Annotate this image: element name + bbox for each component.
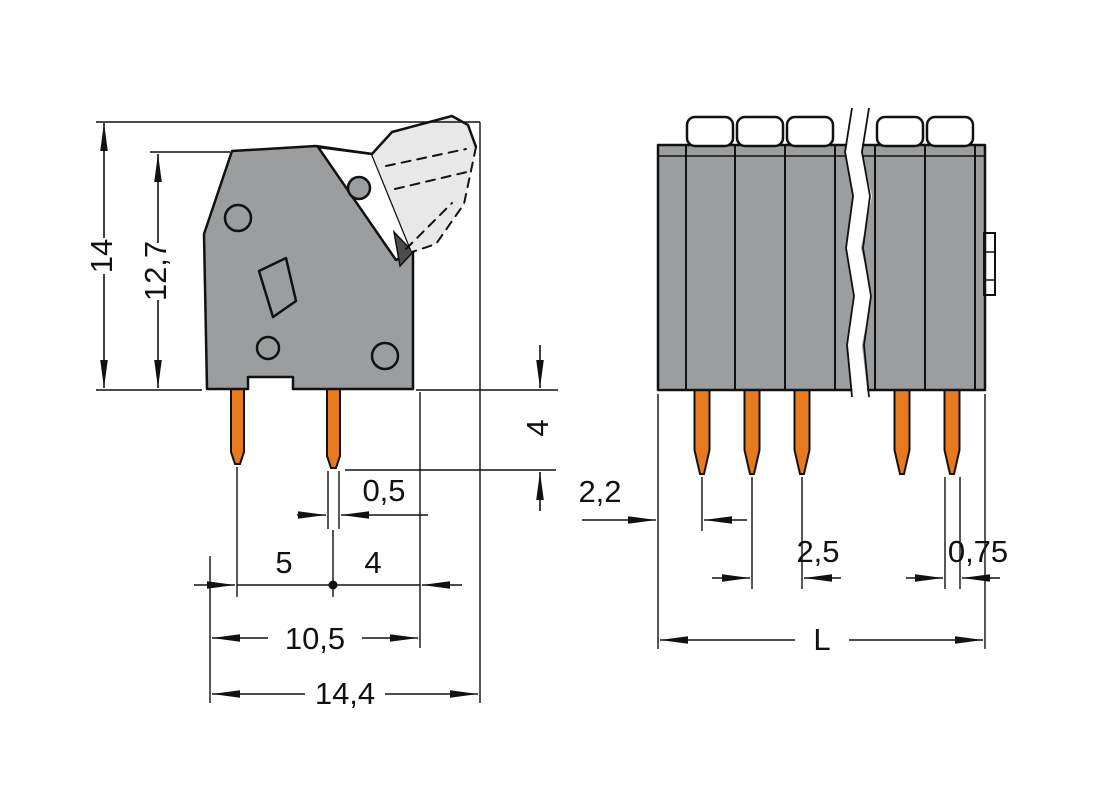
clamp-opening	[735, 115, 785, 148]
dim-label-pin-width: 0,5	[362, 473, 405, 508]
dim-label-pin-to-edge: 4	[364, 545, 381, 580]
front-view	[656, 107, 996, 475]
dim-label-total-length: L	[813, 622, 830, 657]
solder-pin	[893, 389, 911, 475]
front-view-dimensions: 2,2 2,5 0,75 L	[578, 394, 1008, 657]
housing-hole	[370, 341, 400, 371]
dim-label-housing-height: 12,7	[138, 241, 173, 301]
clamp-opening	[875, 115, 925, 148]
lever-inner-dashed	[385, 148, 467, 167]
solder-pin	[793, 389, 811, 475]
lever-outline-solid	[370, 114, 478, 156]
solder-pin	[743, 389, 761, 475]
dim-label-total-height: 14	[84, 239, 119, 273]
solder-pin	[943, 389, 961, 475]
lever-inner-dashed	[394, 171, 468, 190]
clamp-opening	[785, 115, 835, 148]
dim-label-edge-to-pin: 2,2	[578, 474, 621, 509]
solder-pin	[693, 389, 711, 475]
dim-label-total-depth: 14,4	[315, 676, 375, 711]
lever-outline-dashed	[411, 146, 477, 253]
clamp-opening	[925, 115, 975, 148]
housing-hole	[255, 335, 281, 361]
housing-hole	[346, 175, 372, 201]
dim-label-front-pin-width: 0,75	[948, 534, 1008, 569]
side-view	[202, 114, 478, 469]
housing-hole	[223, 203, 253, 233]
dim-label-pin-length: 4	[520, 419, 555, 436]
solder-pin	[326, 388, 341, 469]
side-latch-tab	[983, 232, 996, 296]
dim-datum-dot	[328, 580, 338, 590]
dim-label-pin-pitch: 2,5	[796, 534, 839, 569]
clamp-opening	[685, 115, 735, 148]
break-line	[861, 107, 872, 398]
break-mask	[846, 108, 872, 397]
housing-recess	[257, 256, 298, 319]
side-view-dimensions: 14 12,7 4 0,5 5 4 10,5 14,4	[84, 121, 558, 711]
solder-pin	[230, 388, 245, 465]
dim-label-pin-spacing: 5	[275, 545, 292, 580]
housing-body-front	[656, 143, 987, 392]
lever-inner-dashed	[405, 202, 453, 250]
dim-label-housing-depth: 10,5	[285, 621, 345, 656]
break-line	[844, 107, 855, 398]
latch-element	[392, 229, 415, 268]
lever-fill	[372, 116, 476, 252]
